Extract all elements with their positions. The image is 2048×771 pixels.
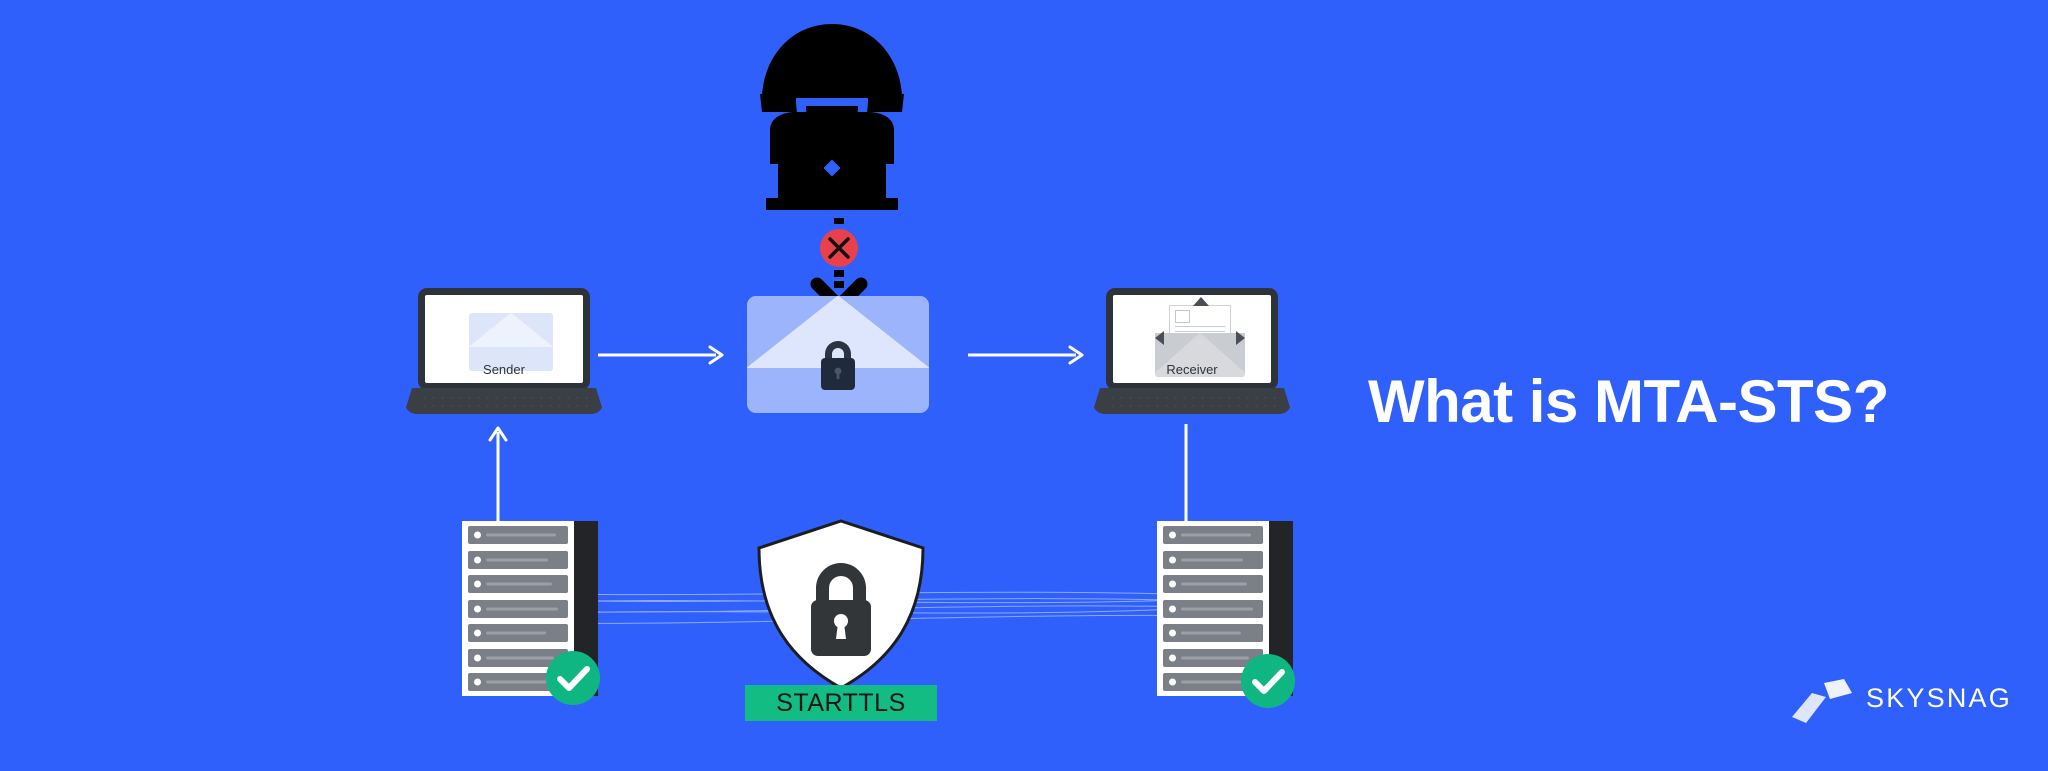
skysnag-double-parallelogram-logo <box>1792 679 1852 723</box>
server-slot <box>468 624 568 642</box>
sender-label: Sender <box>483 362 525 377</box>
receiver-laptop: Receiver <box>1092 288 1292 428</box>
server-slot <box>468 526 568 544</box>
receiver-label: Receiver <box>1166 362 1218 377</box>
skysnag-logo[interactable]: SKYSNAG <box>1790 675 2010 727</box>
server-slot <box>468 648 568 667</box>
green-check-icon <box>1241 654 1295 708</box>
starttls-badge: STARTTLS <box>745 685 937 721</box>
server-slot <box>468 550 568 569</box>
server-slot <box>468 599 568 618</box>
server-rack-face <box>1157 521 1269 696</box>
server-slot <box>1163 575 1263 593</box>
server-slot <box>1163 599 1263 618</box>
page-title: What is MTA-STS? <box>1368 368 1889 435</box>
sender-mail-server <box>462 521 610 705</box>
server-slot <box>1163 648 1263 667</box>
laptop-base <box>1092 388 1292 414</box>
hacker-icon <box>752 22 912 214</box>
server-slot <box>1163 673 1263 691</box>
locked-envelope-icon <box>747 296 929 413</box>
receiver-screen: Receiver <box>1106 288 1278 390</box>
receiver-mail-server <box>1157 521 1305 708</box>
server-slot <box>1163 526 1263 544</box>
server-slot <box>1163 624 1263 642</box>
starttls-protocol-group: STARTTLS <box>745 518 937 730</box>
arrow-envelope-to-receiver <box>968 344 1088 366</box>
closed-envelope-icon <box>469 313 553 371</box>
server-slot <box>1163 550 1263 569</box>
server-slot <box>468 575 568 593</box>
server-slot <box>468 673 568 691</box>
laptop-base <box>404 388 604 414</box>
sender-laptop: Sender <box>404 288 604 428</box>
arrow-sender-to-envelope <box>598 344 728 366</box>
open-envelope-icon <box>1155 297 1245 377</box>
sender-screen: Sender <box>418 288 590 390</box>
brand-name: SKYSNAG <box>1866 683 2012 713</box>
shield-with-padlock-icon <box>757 519 925 690</box>
green-check-icon <box>546 651 600 705</box>
